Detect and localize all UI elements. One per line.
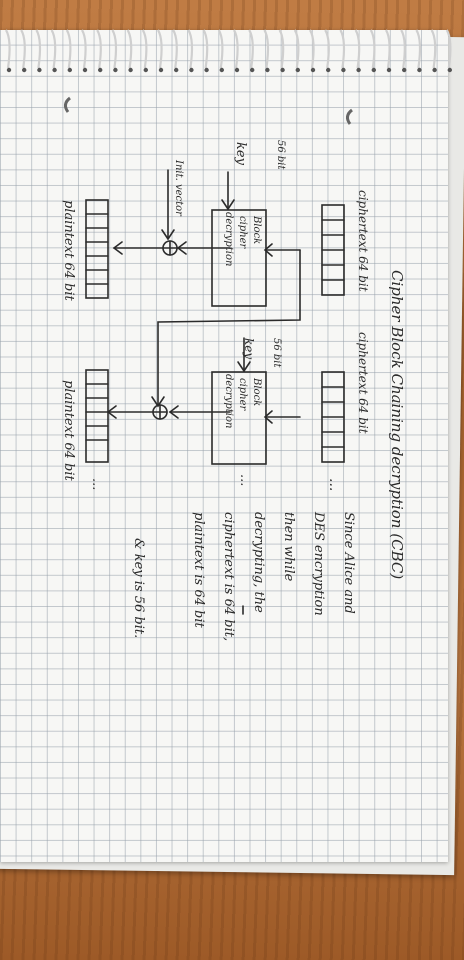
block-cipher-box-1 — [211, 209, 267, 307]
spiral-coil — [369, 29, 376, 69]
spiral-coil — [445, 29, 452, 69]
spiral-coil — [217, 29, 224, 69]
key-label-2: key — [242, 338, 256, 360]
continuation-dots-mid: ... — [237, 474, 252, 487]
spiral-hole — [295, 67, 300, 73]
ciphertext-label-1: ciphertext 64 bit — [356, 190, 370, 292]
spiral-coil — [309, 29, 315, 69]
spiral-hole — [341, 67, 346, 73]
spiral-coil — [81, 29, 87, 69]
spiral-coil — [415, 29, 422, 69]
spiral-hole — [326, 67, 331, 73]
side-note-line-5: ciphertext is 64 bit, — [221, 512, 236, 642]
block2-text-line1: Block — [251, 378, 262, 407]
spiral-coil — [354, 29, 361, 69]
spiral-coil — [157, 29, 163, 69]
block1-text-line2: cipher — [237, 216, 248, 249]
plaintext-label-1: plaintext 64 bit — [61, 200, 76, 301]
continuation-dots-top: ... — [326, 478, 342, 492]
spiral-hole — [113, 67, 118, 73]
block2-text-line2: cipher — [237, 378, 248, 411]
spiral-hole — [52, 67, 57, 73]
spiral-coil — [400, 29, 406, 69]
side-note-line-4: decrypting, the — [251, 512, 266, 613]
spiral-hole — [371, 67, 376, 73]
spiral-hole — [447, 67, 452, 73]
spiral-coil — [339, 29, 346, 69]
spiral-hole — [6, 67, 12, 73]
spiral-hole — [98, 67, 103, 73]
block1-text-line3: decryption — [223, 212, 234, 267]
spiral-coil — [202, 29, 209, 69]
hole-mid — [345, 108, 353, 125]
spiral-coil — [35, 29, 42, 69]
spiral-coil — [50, 29, 57, 69]
side-note-line-7: & key is 56 bit. — [131, 538, 146, 639]
spiral-binding — [5, 29, 452, 73]
spiral-coil — [187, 29, 194, 69]
block2-text-line3: decryption — [223, 374, 234, 429]
spiral-coil — [65, 29, 72, 69]
plaintext-label-2: plaintext 64 bit — [61, 380, 76, 481]
spiral-coil — [248, 29, 254, 69]
spiral-coil — [385, 29, 391, 69]
spiral-hole — [82, 67, 88, 73]
spiral-hole — [67, 67, 73, 73]
spiral-coil — [233, 29, 239, 69]
block1-text-line1: Block — [251, 216, 262, 245]
spiral-coil — [293, 29, 300, 69]
spiral-hole — [204, 67, 209, 73]
spiral-hole — [310, 67, 316, 73]
spiral-hole — [189, 67, 194, 73]
init-vector-label: Init. vector — [173, 160, 184, 216]
ciphertext-label-2: ciphertext 64 bit — [356, 332, 370, 434]
spiral-hole — [219, 67, 224, 73]
side-note-line-2: DES encryption — [311, 512, 326, 616]
spiral-coil — [111, 29, 118, 69]
spiral-coil — [278, 29, 285, 69]
spiral-hole — [143, 67, 148, 73]
spiral-coil — [126, 29, 133, 69]
spiral-hole — [280, 67, 285, 73]
spiral-coil — [20, 29, 26, 69]
spiral-hole — [432, 67, 437, 73]
spiral-hole — [174, 67, 179, 73]
spiral-hole — [250, 67, 255, 73]
key-size-label-2: 56 bit — [271, 338, 282, 368]
spiral-coil — [172, 29, 178, 69]
spiral-coil — [5, 29, 11, 69]
side-note-line-6: plaintext is 64 bit — [191, 512, 206, 628]
spiral-coil — [263, 29, 270, 69]
continuation-dots-bottom: ... — [89, 478, 104, 491]
spiral-hole — [37, 67, 42, 73]
plaintext-block-2 — [85, 369, 109, 463]
spiral-hole — [402, 67, 407, 73]
spiral-hole — [356, 67, 361, 73]
spiral-coil — [430, 29, 437, 69]
spiral-hole — [158, 67, 164, 73]
diagram-title: Cipher Block Chaining decryption (CBC) — [388, 270, 406, 580]
spiral-hole — [386, 67, 392, 73]
key-size-label-1: 56 bit — [275, 140, 286, 170]
spiral-coil — [324, 29, 330, 69]
side-note-line-1: Since Alice and — [341, 512, 356, 614]
spiral-hole — [22, 67, 27, 73]
side-note-line-3: then while — [281, 512, 296, 582]
spiral-coil — [96, 29, 102, 69]
spiral-hole — [265, 67, 270, 73]
key-label-1: key — [233, 142, 248, 165]
spiral-hole — [417, 67, 422, 73]
plaintext-block-1 — [85, 199, 109, 299]
hole-left — [63, 96, 71, 113]
spiral-hole — [234, 67, 240, 73]
spiral-hole — [128, 67, 133, 73]
spiral-coil — [141, 29, 148, 69]
notebook-page — [0, 30, 448, 862]
